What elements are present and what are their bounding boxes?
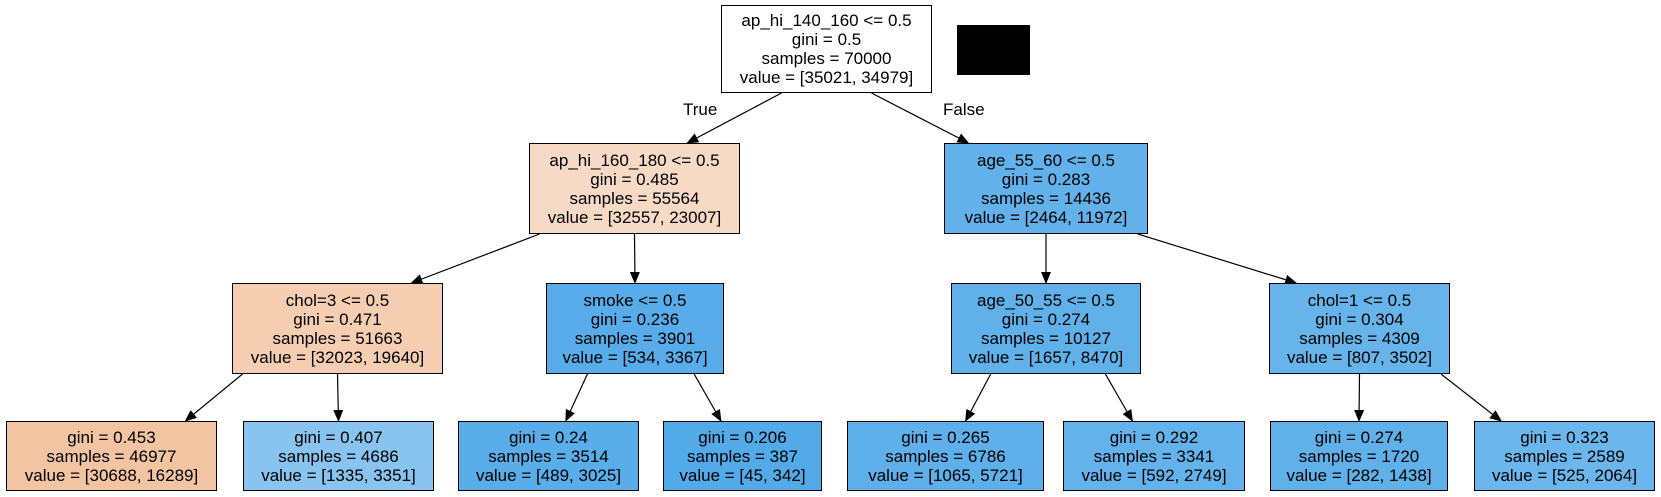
tree-edge-n6-l7 [1354,373,1365,422]
node-text-line: gini = 0.236 [590,309,680,329]
node-text-line: samples = 14436 [981,188,1111,208]
node-text-line: chol=1 <= 0.5 [1307,290,1412,310]
tree-edge-n2-n6 [1137,233,1298,285]
node-text-line: samples = 55564 [569,188,700,208]
node-text-line: age_55_60 <= 0.5 [976,150,1116,170]
node-text-line: value = [807, 3502] [1286,347,1433,367]
tree-edge-n3-l1 [184,373,243,422]
node-text-line: samples = 1720 [1298,446,1420,466]
branch-label-false: False [943,100,985,119]
node-text-line: samples = 4686 [278,446,399,466]
node-text-line: value = [32557, 23007] [547,207,722,227]
node-text-line: ap_hi_160_180 <= 0.5 [549,150,720,170]
node-text-line: chol=3 <= 0.5 [285,290,390,310]
node-text-line: gini = 0.265 [901,427,990,447]
tree-edge-root-n2 [871,92,970,144]
node-text-line: gini = 0.283 [1001,169,1091,189]
node-text-line: samples = 70000 [761,49,892,68]
node-text-line: ap_hi_140_160 <= 0.5 [741,11,912,30]
branch-label-true: True [683,100,718,119]
node-text-line: samples = 6786 [885,446,1006,466]
node-text-line: value = [1335, 3351] [261,465,416,485]
node-text-line: gini = 0.471 [293,309,382,329]
node-text-line: samples = 387 [686,446,799,466]
node-text-line: samples = 3341 [1093,446,1215,466]
node-text-line: samples = 4309 [1299,328,1420,348]
redaction-box [957,25,1030,75]
tree-edge-n1-n3 [410,233,540,284]
node-text-line: samples = 46977 [46,446,177,466]
node-text-line: gini = 0.407 [294,427,383,447]
tree-edge-n4-l4 [693,373,722,422]
node-text-line: gini = 0.304 [1315,309,1404,329]
node-text-line: samples = 3901 [574,328,696,348]
tree-edge-n5-l5 [965,373,992,422]
node-text-line: gini = 0.24 [509,427,588,447]
tree-edge-n5-l6 [1104,373,1133,422]
node-text-line: gini = 0.206 [698,427,787,447]
node-text-line: value = [534, 3367] [562,347,708,367]
tree-edge-n1-n4 [629,233,640,284]
node-text-line: value = [489, 3025] [475,465,622,485]
node-text-line: value = [30688, 16289] [24,465,199,485]
node-text-line: gini = 0.485 [590,169,679,189]
node-text-line: value = [35021, 34979] [739,68,914,87]
node-text-line: value = [45, 342] [679,465,806,485]
node-text-line: samples = 51663 [272,328,403,348]
node-text-line: samples = 2589 [1504,446,1625,466]
node-text-line: samples = 10127 [981,328,1111,348]
node-text-line: value = [2464, 11972] [964,207,1128,227]
node-text-line: samples = 3514 [488,446,609,466]
node-text-line: gini = 0.5 [791,30,862,49]
tree-edge-n3-l2 [333,373,344,422]
node-text-line: gini = 0.323 [1520,427,1609,447]
node-text-line: gini = 0.274 [1001,309,1091,329]
tree-edge-n6-l8 [1440,373,1502,422]
node-text-line: age_50_55 <= 0.5 [976,290,1116,310]
node-text-line: smoke <= 0.5 [583,290,687,310]
node-text-line: value = [1657, 8470] [968,347,1124,367]
node-text-line: value = [282, 1438] [1286,465,1432,485]
node-text-line: gini = 0.453 [67,427,156,447]
node-text-line: value = [592, 2749] [1081,465,1227,485]
node-text-line: gini = 0.274 [1314,427,1404,447]
node-text-line: gini = 0.292 [1109,427,1199,447]
node-text-line: value = [1065, 5721] [868,465,1023,485]
tree-edge-n4-l3 [565,373,588,422]
tree-edge-root-n1 [686,92,782,144]
node-text-line: value = [525, 2064] [1491,465,1638,485]
node-text-line: value = [32023, 19640] [250,347,425,367]
